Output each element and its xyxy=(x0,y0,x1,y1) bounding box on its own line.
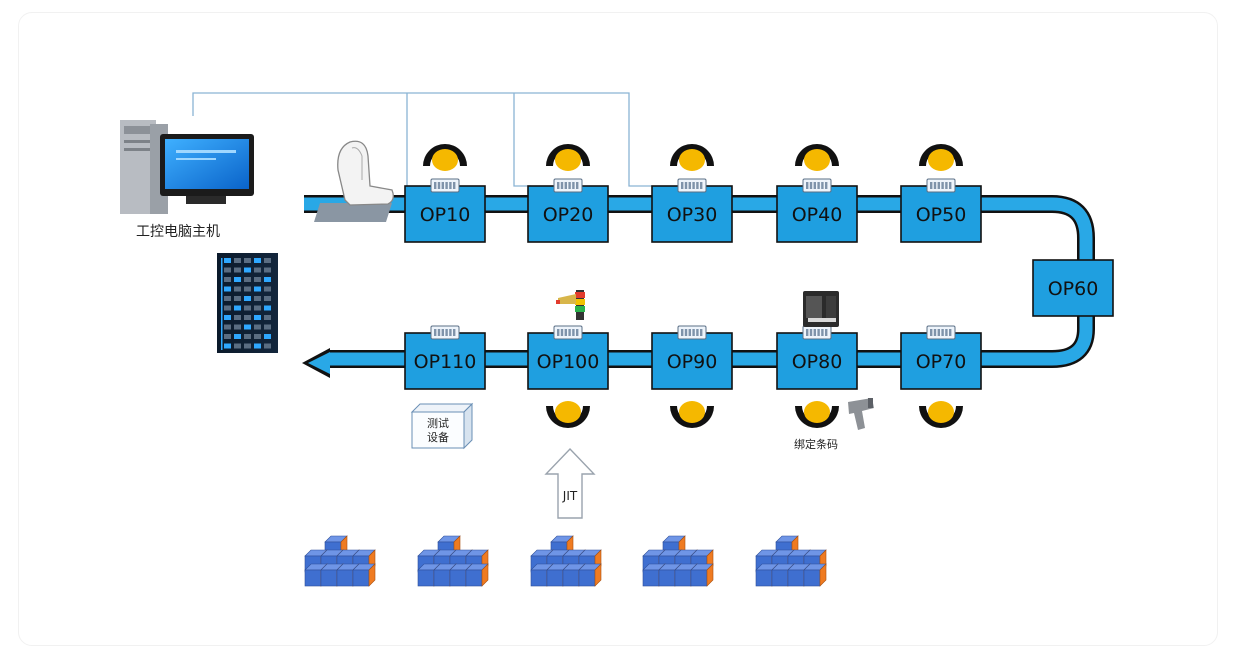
barcode-scanner-icon xyxy=(848,398,874,430)
server-rack-icon xyxy=(217,253,278,353)
operator-icon xyxy=(795,144,839,171)
operator-icon xyxy=(670,144,714,171)
keypad-terminal-icon xyxy=(677,325,707,340)
station-op90: OP90 xyxy=(651,332,733,390)
test-equipment-icon xyxy=(410,402,474,450)
parts-crates xyxy=(304,535,827,587)
parts-crate-icon xyxy=(417,535,489,587)
operator-icon xyxy=(919,144,963,171)
station-op30: OP30 xyxy=(651,185,733,243)
jit-label: JIT xyxy=(562,489,578,503)
station-label: OP110 xyxy=(414,351,477,373)
test-equipment-label-2: 设备 xyxy=(427,430,449,444)
operator-icon xyxy=(919,401,963,428)
station-label: OP60 xyxy=(1048,278,1099,300)
parts-crate-icon xyxy=(642,535,714,587)
keypad-terminal-icon xyxy=(430,178,460,193)
station-op70: OP70 xyxy=(900,332,982,390)
station-op100: OP100 xyxy=(527,332,609,390)
operator-icon xyxy=(546,401,590,428)
station-op110: OP110 xyxy=(404,332,486,390)
keypad-terminal-icon xyxy=(802,178,832,193)
keypad-terminal-icon xyxy=(553,178,583,193)
station-op60: OP60 xyxy=(1032,259,1114,317)
station-label: OP20 xyxy=(543,204,594,226)
station-label: OP90 xyxy=(667,351,718,373)
station-op40: OP40 xyxy=(776,185,858,243)
parts-crate-icon xyxy=(304,535,376,587)
jit-arrow xyxy=(544,447,596,519)
station-op20: OP20 xyxy=(527,185,609,243)
station-op10: OP10 xyxy=(404,185,486,243)
operator-icon xyxy=(546,144,590,171)
operator-icon xyxy=(795,401,839,428)
station-op50: OP50 xyxy=(900,185,982,243)
barcode-label: 绑定条码 xyxy=(794,437,838,451)
station-label: OP100 xyxy=(537,351,600,373)
parts-crate-icon xyxy=(530,535,602,587)
operator-icon xyxy=(670,401,714,428)
station-label: OP30 xyxy=(667,204,718,226)
station-label: OP40 xyxy=(792,204,843,226)
keypad-terminal-icon xyxy=(430,325,460,340)
label-printer-icon xyxy=(803,291,839,327)
host-label: 工控电脑主机 xyxy=(136,224,220,240)
operator-icon xyxy=(423,144,467,171)
keypad-terminal-icon xyxy=(553,325,583,340)
station-label: OP80 xyxy=(792,351,843,373)
car-seat-icon xyxy=(314,140,394,222)
station-op80: OP80 xyxy=(776,332,858,390)
parts-crate-icon xyxy=(755,535,827,587)
network-lines xyxy=(192,92,652,187)
test-equipment-label-1: 测试 xyxy=(427,417,449,430)
keypad-terminal-icon xyxy=(926,178,956,193)
station-label: OP70 xyxy=(916,351,967,373)
keypad-terminal-icon xyxy=(926,325,956,340)
keypad-terminal-icon xyxy=(802,325,832,340)
signal-tower-icon xyxy=(556,290,585,320)
station-label: OP50 xyxy=(916,204,967,226)
keypad-terminal-icon xyxy=(677,178,707,193)
industrial-pc-icon xyxy=(120,120,254,214)
station-label: OP10 xyxy=(420,204,471,226)
